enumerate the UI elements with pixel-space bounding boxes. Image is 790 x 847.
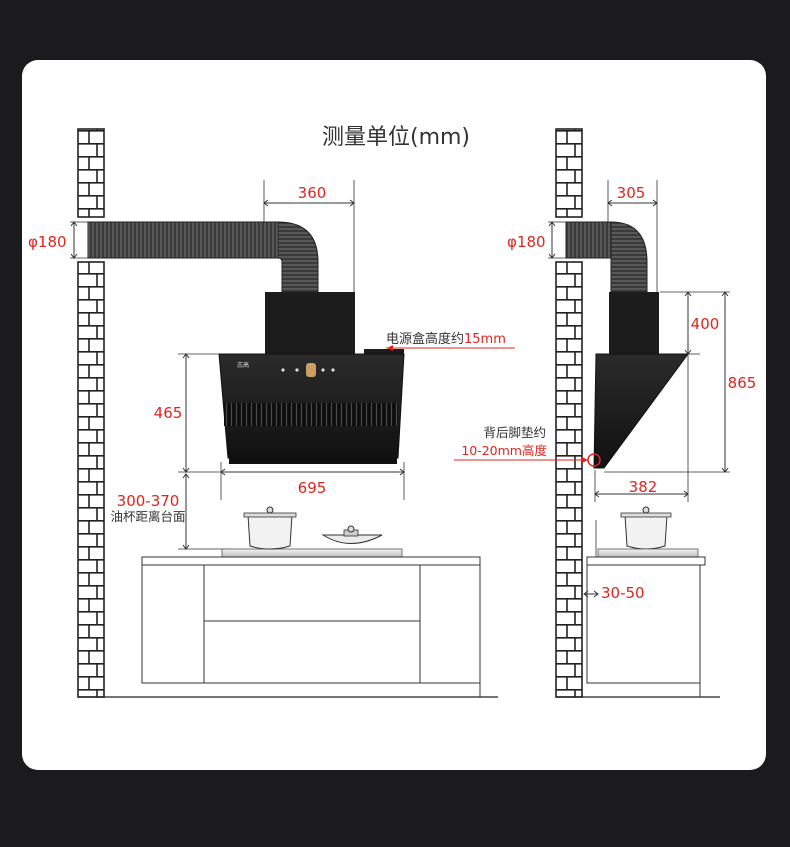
- right-view: φ180 305 背后脚垫约 10-20mm高度 400 865 382: [454, 128, 757, 698]
- left-hood-width: 695: [298, 479, 327, 497]
- left-panel-height: 465: [154, 404, 183, 422]
- right-duct-diameter: φ180: [507, 233, 546, 251]
- hood-depth: 382: [629, 478, 658, 496]
- diagram-card: 测量单位(mm) φ180 360 电源盒高度约15mm: [22, 60, 766, 770]
- left-chimney-cover: [265, 292, 355, 354]
- counter-gap: 30-50: [601, 584, 645, 602]
- right-elbow-offset: 305: [617, 184, 646, 202]
- left-range-hood: 志高: [218, 353, 405, 464]
- power-box: [364, 349, 404, 355]
- rear-pad-note: 背后脚垫约: [483, 425, 546, 440]
- rear-pad-height: 10-20mm高度: [461, 443, 547, 458]
- chimney-height: 400: [691, 315, 720, 333]
- left-gas-stove: [221, 506, 403, 558]
- right-hood-side: [593, 353, 689, 469]
- total-height: 865: [728, 374, 757, 392]
- power-box-note: 电源盒高度约15mm: [386, 331, 506, 347]
- left-wall-upper: [77, 128, 105, 218]
- right-exhaust-duct: [565, 221, 648, 293]
- right-gas-stove: [597, 506, 699, 558]
- right-wall-upper: [555, 128, 583, 218]
- install-height-note: 油杯距离台面: [110, 509, 185, 524]
- left-exhaust-duct: [87, 221, 319, 293]
- install-height-range: 300-370: [117, 492, 180, 510]
- left-duct-diameter: φ180: [28, 233, 67, 251]
- right-chimney-cover: [609, 292, 659, 354]
- right-cabinet: [586, 556, 706, 697]
- page-title: 测量单位(mm): [322, 125, 470, 150]
- left-wall-lower: [77, 261, 105, 698]
- hood-logo: 志高: [237, 361, 249, 369]
- left-cabinet: [141, 556, 481, 697]
- right-wall-lower: [555, 261, 583, 698]
- installation-diagram: 测量单位(mm) φ180 360 电源盒高度约15mm: [28, 125, 757, 698]
- left-view: φ180 360 电源盒高度约15mm 志高: [28, 128, 515, 698]
- left-elbow-offset: 360: [298, 184, 327, 202]
